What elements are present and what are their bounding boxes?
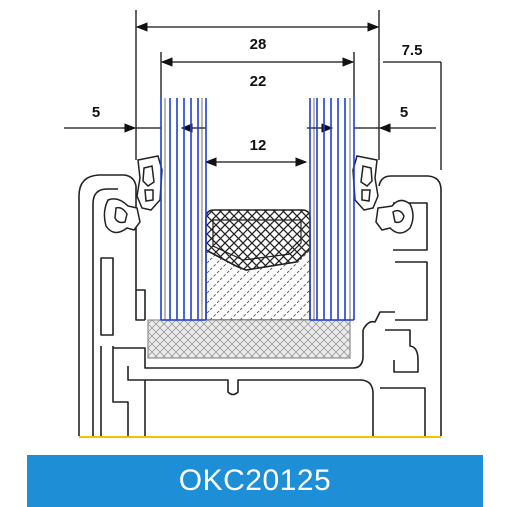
extension-lines — [135, 10, 442, 170]
left-gasket — [103, 155, 163, 234]
left-glass-pane — [160, 98, 207, 321]
glazing-spacer — [205, 209, 311, 321]
right-gasket — [352, 155, 414, 234]
product-code: OKC20125 — [178, 464, 332, 497]
dim-left-5-label: 5 — [92, 104, 100, 121]
setting-block — [147, 319, 351, 359]
product-code-banner: OKC20125 — [27, 455, 483, 507]
dim-22-label: 22 — [250, 73, 267, 90]
dim-7-5-label: 7.5 — [402, 42, 423, 59]
dim-12-label: 12 — [250, 137, 267, 154]
profile-cross-section-drawing: 28 22 5 5 12 7.5 — [64, 10, 442, 438]
right-glass-pane — [309, 98, 355, 321]
frame-profile — [78, 174, 442, 436]
dim-28-label: 28 — [250, 36, 267, 53]
dim-right-5-label: 5 — [400, 104, 408, 121]
